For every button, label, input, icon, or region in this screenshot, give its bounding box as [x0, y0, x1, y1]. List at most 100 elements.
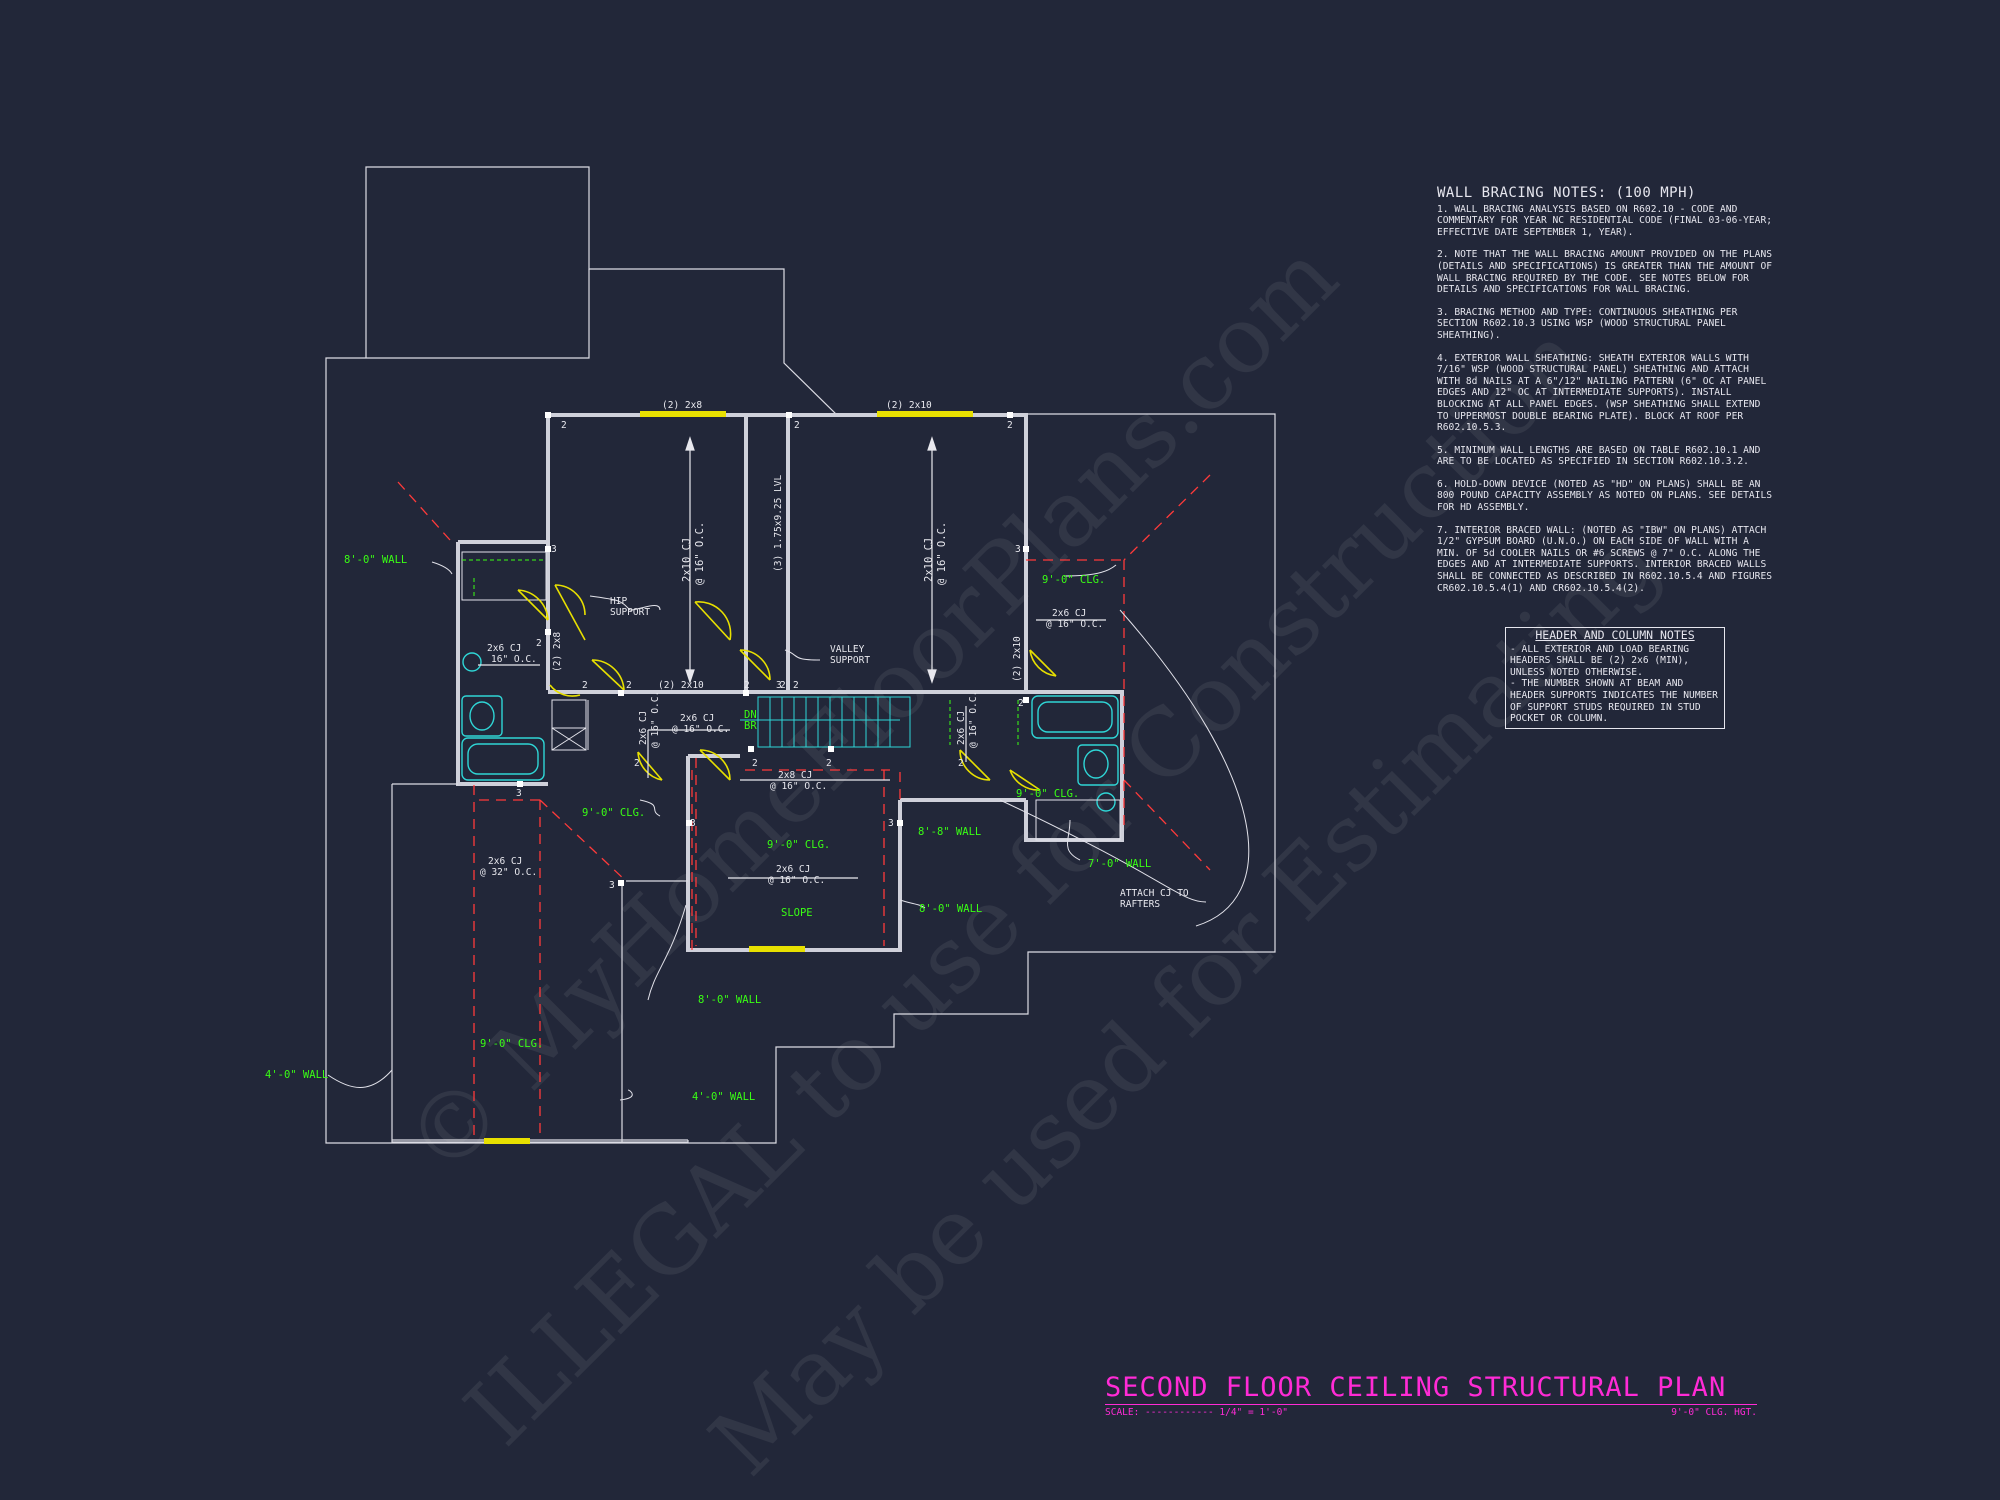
joist-label: @ 16" O.C. [694, 522, 706, 585]
post-number: 2 [1018, 698, 1024, 709]
post-number: 2 [536, 638, 542, 649]
note-item: 3. BRACING METHOD AND TYPE: CONTINUOUS S… [1437, 306, 1738, 341]
hip-valley-lines [397, 474, 1211, 1135]
joist-label: 2x6 CJ [487, 643, 521, 654]
header-column-notes: HEADER AND COLUMN NOTES - ALL EXTERIOR A… [1505, 627, 1725, 729]
note-item: 2. NOTE THAT THE WALL BRACING AMOUNT PRO… [1437, 249, 1773, 296]
joist-label: @ 16" O.C. [770, 781, 827, 792]
scale-label: SCALE: ------------ 1/4" = 1'-0" [1105, 1407, 1289, 1418]
header-column-title: HEADER AND COLUMN NOTES [1535, 628, 1695, 642]
note-item: 7. INTERIOR BRACED WALL: (NOTED AS "IBW"… [1437, 524, 1773, 594]
header-label: (2) 2x10 [1012, 636, 1023, 682]
joist-label: @ 16" O.C. [968, 691, 979, 748]
windows [484, 411, 973, 1144]
joist-label: @ 16" O.C. [650, 691, 661, 748]
post-number: 3 [690, 818, 696, 829]
joist-label: 2x6 CJ [638, 711, 649, 745]
wall-height-label: 4'-0" WALL [692, 1091, 755, 1103]
joist-label: 2x6 CJ [776, 864, 810, 875]
lower-roof [391, 783, 689, 1143]
drawing-title: SECOND FLOOR CEILING STRUCTURAL PLAN [1105, 1372, 1727, 1403]
note-item: - THE NUMBER SHOWN AT BEAM AND HEADER SU… [1510, 678, 1718, 725]
hip-support-label: HIP [610, 596, 627, 607]
closet-details [461, 551, 1121, 841]
ceiling-height-label: 9'-0" CLG. [1016, 788, 1079, 800]
post-number: 2 [780, 680, 786, 691]
roof-outline [325, 166, 1276, 1144]
post-number: 2 [794, 420, 800, 431]
attach-cj-label: RAFTERS [1120, 899, 1160, 910]
stairs [740, 696, 911, 748]
ceiling-height-note: 9'-0" CLG. HGT. [1671, 1407, 1757, 1418]
stair-dn-label: DN [744, 709, 757, 721]
leader-lines [327, 561, 1250, 1101]
post-number: 3 [888, 818, 894, 829]
wall-bracing-notes: WALL BRACING NOTES: (100 MPH) 1. WALL BR… [1437, 185, 1777, 605]
wall-height-label: 8'-0" WALL [698, 994, 761, 1006]
wall-height-label: 4'-0" WALL [265, 1069, 328, 1081]
post-number: 2 [793, 680, 799, 691]
joist-label: 2x6 CJ [956, 711, 967, 745]
hip-support-label: SUPPORT [610, 607, 650, 618]
joist-label: @ 16" O.C. [936, 522, 948, 585]
note-item: 6. HOLD-DOWN DEVICE (NOTED AS "HD" ON PL… [1437, 478, 1773, 514]
post-number: 3 [1015, 544, 1021, 555]
shelving-lines [462, 559, 1019, 745]
post-number: 2 [626, 680, 632, 691]
title-underline [1105, 1404, 1757, 1405]
valley-support-label: SUPPORT [830, 655, 870, 666]
wall-height-label: 8'-8" WALL [918, 826, 981, 838]
valley-support-label: VALLEY [830, 644, 865, 655]
stair-br-label: BR [744, 720, 757, 732]
slope-label: SLOPE [781, 907, 813, 919]
post-number: 2 [561, 420, 567, 431]
post-number: 2 [582, 680, 588, 691]
support-posts [517, 412, 1029, 886]
header-label: (2) 2x8 [662, 400, 702, 411]
post-number: 2 [744, 680, 750, 691]
joist-label: 2x6 CJ [680, 713, 714, 724]
height-labels: DN BR 8'-0" WALL 9'-0" CLG. 9'-0" CLG. 9… [265, 554, 1151, 1103]
lvl-beam-label: (3) 1.75x9.25 LVL [773, 474, 784, 572]
joist-label: @ 16" O.C. [1046, 619, 1103, 630]
title-block: SECOND FLOOR CEILING STRUCTURAL PLAN SCA… [1105, 1373, 1757, 1418]
post-number: 3 [609, 880, 615, 891]
joist-label: 2x10 CJ [681, 538, 693, 582]
plan-text: (2) 2x8 (2) 2x10 (2) 2x10 (2) 2x8 (2) 2x… [480, 400, 1189, 910]
bath-fixtures [461, 652, 1119, 812]
header-label: (2) 2x10 [658, 680, 704, 691]
post-number: 2 [752, 758, 758, 769]
joist-label: 16" O.C. [491, 654, 537, 665]
ceiling-height-label: 9'-0" CLG. [582, 807, 645, 819]
ceiling-height-label: 9'-0" CLG. [1042, 574, 1105, 586]
header-label: (2) 2x10 [886, 400, 932, 411]
note-item: - ALL EXTERIOR AND LOAD BEARING HEADERS … [1510, 643, 1690, 678]
wall-height-label: 8'-0" WALL [919, 903, 982, 915]
joist-label: 2x8 CJ [778, 770, 812, 781]
post-number: 2 [634, 758, 640, 769]
joist-label: 2x10 CJ [923, 538, 935, 582]
wall-height-label: 7'-0" WALL [1088, 858, 1151, 870]
joist-span-arrows [478, 436, 1106, 879]
note-item: 5. MINIMUM WALL LENGTHS ARE BASED ON TAB… [1437, 444, 1761, 468]
post-number: 3 [551, 544, 557, 555]
header-label: (2) 2x8 [552, 632, 563, 672]
door-swings [517, 584, 1057, 791]
post-number: 3 [516, 788, 522, 799]
post-number: 2 [958, 758, 964, 769]
attach-cj-label: ATTACH CJ TO [1120, 888, 1189, 899]
post-number: 2 [1007, 420, 1013, 431]
title-subline: SCALE: ------------ 1/4" = 1'-0" 9'-0" C… [1105, 1407, 1757, 1418]
joist-label: 2x6 CJ [488, 856, 522, 867]
note-item: 4. EXTERIOR WALL SHEATHING: SHEATH EXTER… [1437, 352, 1767, 434]
wall-bracing-title: WALL BRACING NOTES: (100 MPH) [1437, 185, 1696, 201]
joist-label: @ 16" O.C. [768, 875, 825, 886]
joist-label: @ 32" O.C. [480, 867, 537, 878]
ceiling-height-label: 9'-0" CLG. [480, 1038, 543, 1050]
joist-label: @ 16" O.C. [672, 724, 729, 735]
post-number: 2 [826, 758, 832, 769]
joist-label: 2x6 CJ [1052, 608, 1086, 619]
note-item: 1. WALL BRACING ANALYSIS BASED ON R602.1… [1437, 203, 1773, 238]
wall-height-label: 8'-0" WALL [344, 554, 407, 566]
